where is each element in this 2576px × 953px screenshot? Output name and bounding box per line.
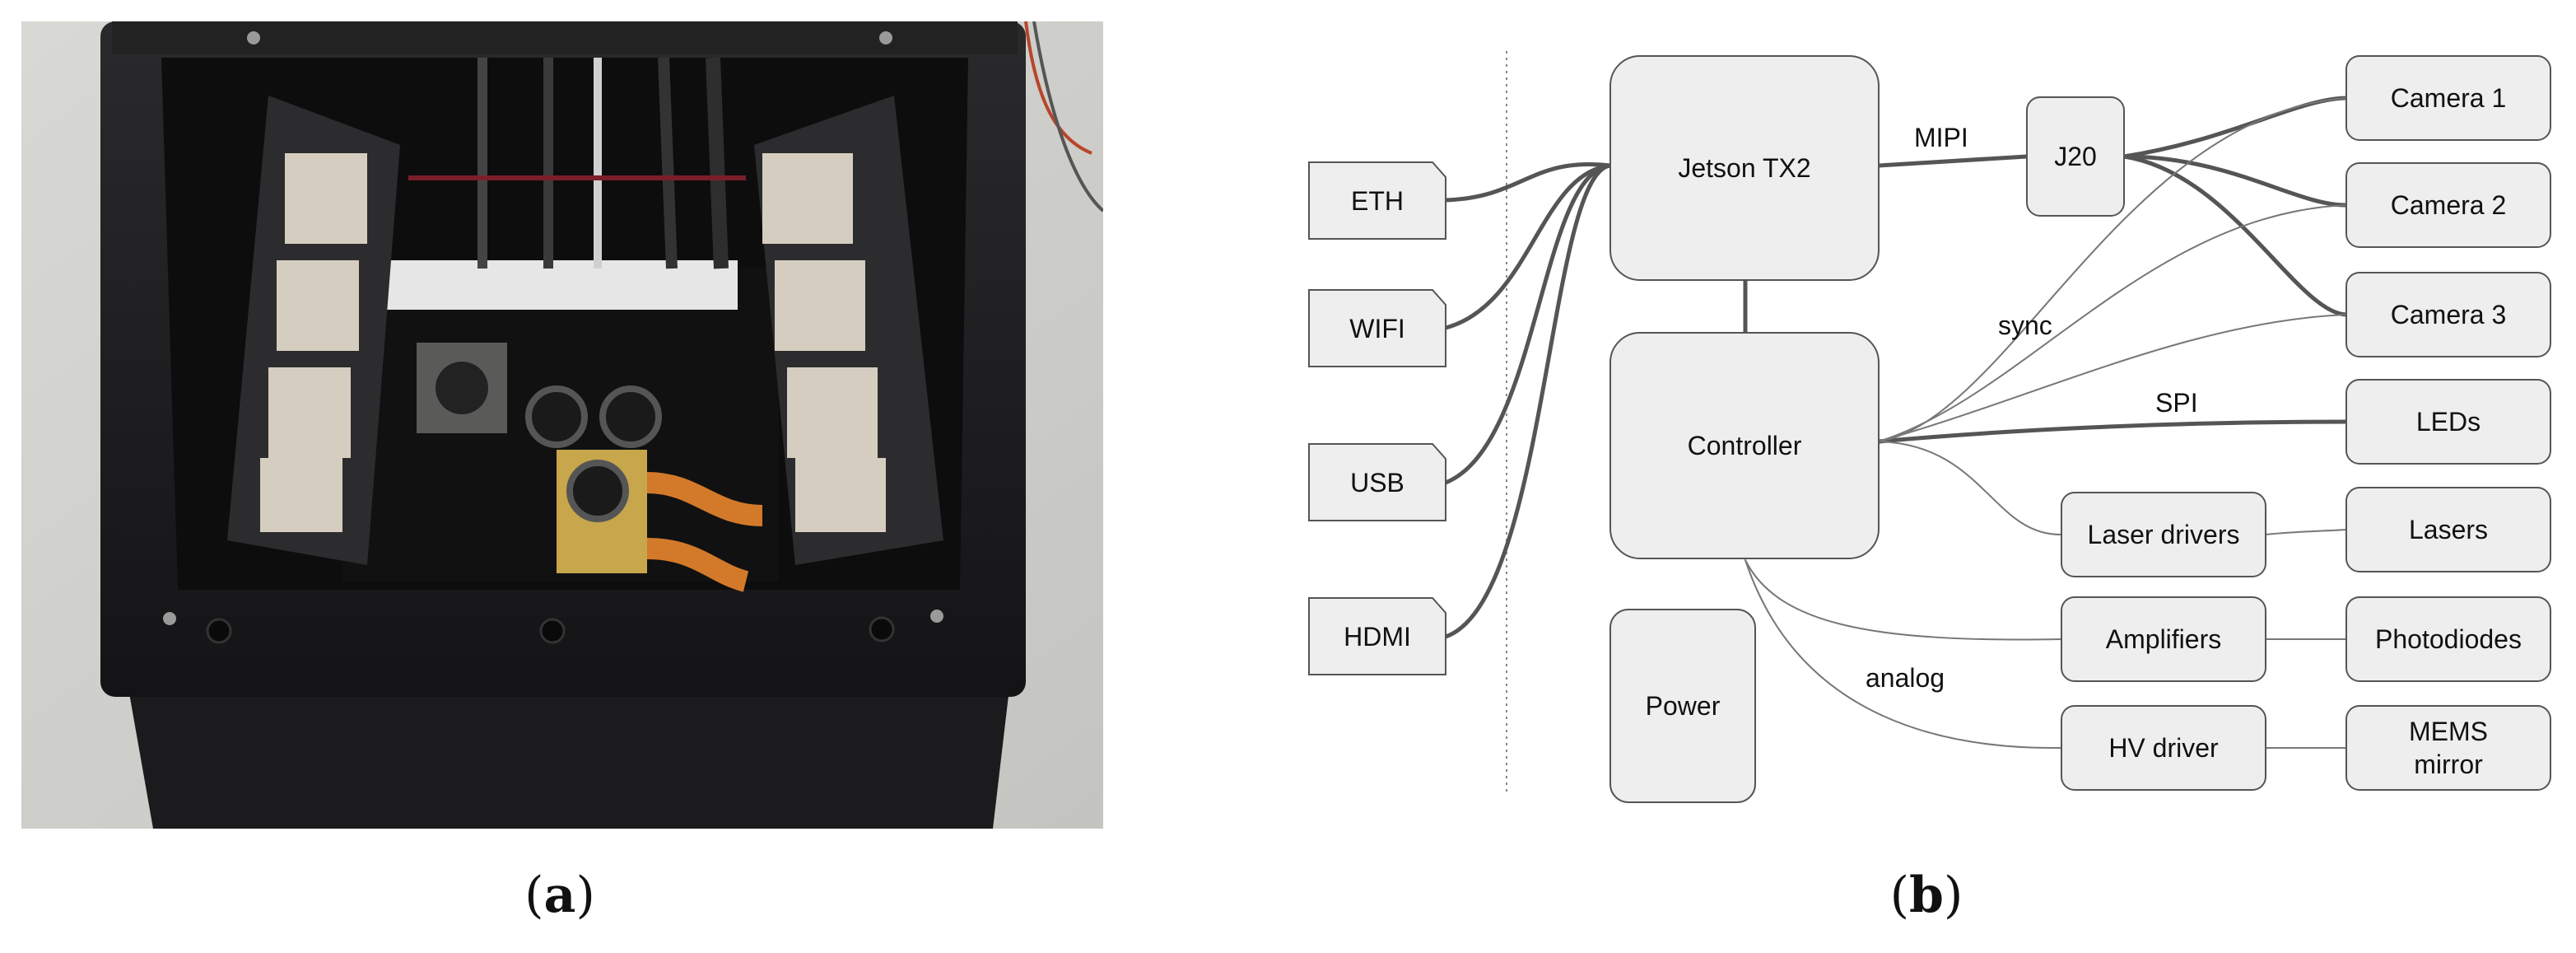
node-power bbox=[1609, 609, 1756, 803]
node-mems-label-line1: MEMS bbox=[2409, 717, 2488, 746]
node-hv-driver bbox=[2061, 705, 2266, 791]
node-photodiodes-label: Photodiodes bbox=[2375, 624, 2522, 654]
edge-label-mipi: MIPI bbox=[1914, 123, 1968, 152]
node-lasers bbox=[2345, 487, 2551, 572]
node-usb bbox=[1308, 443, 1446, 521]
node-amplifiers bbox=[2061, 596, 2266, 682]
edge-controller-laser-drivers bbox=[1878, 441, 2062, 536]
edge-j20-camera2 bbox=[2122, 154, 2349, 208]
node-controller-label: Controller bbox=[1688, 431, 1802, 460]
node-wifi bbox=[1308, 289, 1446, 367]
edge-hdmi-jetson bbox=[1443, 163, 1613, 639]
edge-laser-drivers-lasers bbox=[2265, 529, 2347, 535]
node-lasers-label: Lasers bbox=[2409, 515, 2488, 544]
node-wifi-label: WIFI bbox=[1349, 314, 1405, 343]
edge-sync-camera3 bbox=[1878, 314, 2347, 442]
node-usb-label: USB bbox=[1350, 468, 1404, 498]
node-eth bbox=[1308, 161, 1446, 240]
node-mems-mirror bbox=[2345, 705, 2551, 791]
node-amplifiers-label: Amplifiers bbox=[2106, 624, 2221, 654]
edge-controller-hv-driver bbox=[1745, 559, 2062, 750]
device-photo bbox=[21, 21, 1103, 829]
node-j20 bbox=[2026, 96, 2125, 217]
edge-controller-leds bbox=[1876, 419, 2349, 444]
node-leds bbox=[2345, 379, 2551, 465]
edge-eth-jetson bbox=[1443, 162, 1613, 203]
edge-label-analog: analog bbox=[1866, 663, 1945, 693]
edge-controller-amplifiers bbox=[1745, 559, 2062, 641]
edge-usb-jetson bbox=[1443, 163, 1613, 485]
edge-sync-camera1 bbox=[1878, 97, 2347, 442]
node-jetson-label: Jetson TX2 bbox=[1678, 153, 1810, 183]
node-power-label: Power bbox=[1646, 691, 1721, 721]
node-j20-label: J20 bbox=[2054, 142, 2097, 171]
node-controller bbox=[1609, 332, 1880, 559]
system-block-diagram: MIPI sync SPI analog ETH WIFI USB HDMI J… bbox=[1308, 51, 2551, 803]
node-photodiodes bbox=[2345, 596, 2551, 682]
edge-wifi-jetson bbox=[1443, 163, 1613, 330]
node-camera2-label: Camera 2 bbox=[2391, 190, 2507, 220]
node-camera1 bbox=[2345, 55, 2551, 141]
node-hv-driver-label: HV driver bbox=[2108, 733, 2219, 763]
node-jetson bbox=[1609, 55, 1880, 281]
node-hdmi-label: HDMI bbox=[1344, 622, 1411, 652]
node-hdmi bbox=[1308, 597, 1446, 675]
node-eth-label: ETH bbox=[1351, 186, 1404, 216]
panel-a-label: (a) bbox=[524, 867, 595, 924]
edge-label-spi: SPI bbox=[2155, 388, 2198, 418]
panel-b-label: (b) bbox=[1889, 867, 1963, 924]
edge-sync-camera2 bbox=[1878, 204, 2347, 442]
edge-jetson-j20 bbox=[1876, 154, 2029, 168]
node-mems-label-line2: mirror bbox=[2414, 750, 2483, 779]
edge-j20-camera1 bbox=[2122, 96, 2349, 159]
node-laser-drivers bbox=[2061, 492, 2266, 577]
node-camera1-label: Camera 1 bbox=[2391, 83, 2507, 113]
node-camera2 bbox=[2345, 162, 2551, 248]
node-camera3-label: Camera 3 bbox=[2391, 300, 2507, 329]
node-laser-drivers-label: Laser drivers bbox=[2088, 520, 2240, 549]
node-camera3 bbox=[2345, 272, 2551, 357]
edge-j20-camera3 bbox=[2122, 154, 2349, 317]
edge-label-sync: sync bbox=[1998, 311, 2052, 340]
node-leds-label: LEDs bbox=[2416, 407, 2481, 437]
